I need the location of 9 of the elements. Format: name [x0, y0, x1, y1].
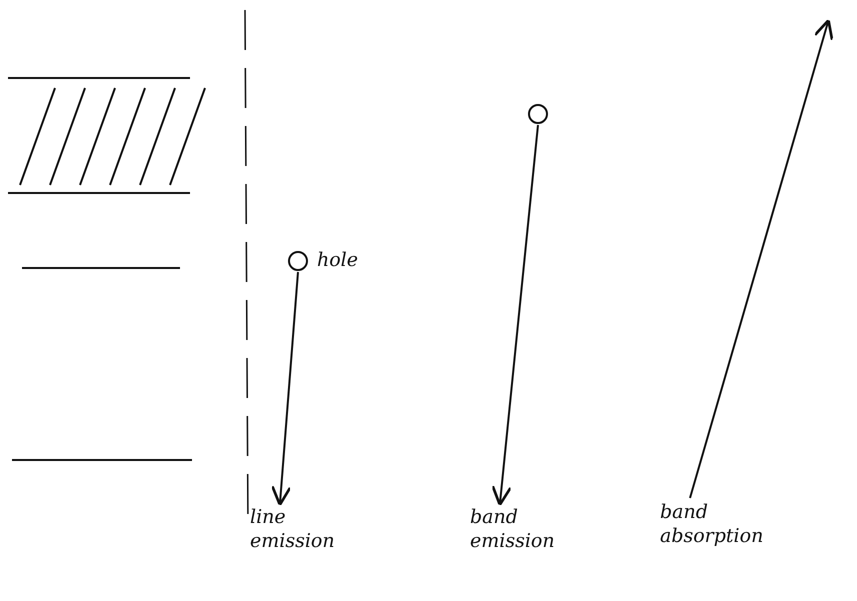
level-circle — [527, 103, 549, 125]
transition-label: band emission — [470, 505, 570, 553]
transition-label: line emission — [250, 505, 350, 553]
transition-arrow — [689, 18, 834, 498]
transition-label: band absorption — [660, 500, 780, 548]
transition-arrow — [270, 272, 299, 506]
transition-arrow — [491, 124, 539, 506]
level-circle — [287, 250, 309, 272]
beside-label: hole — [317, 248, 358, 272]
